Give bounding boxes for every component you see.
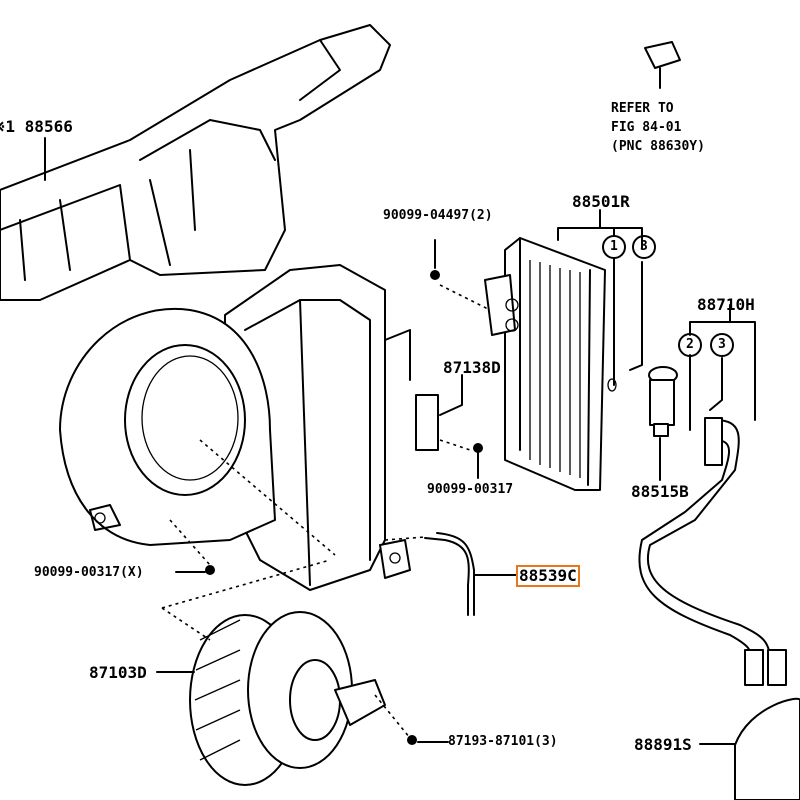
reference-line-1: REFER TO	[611, 101, 674, 116]
callout-circle-3b	[710, 333, 734, 357]
label-blower-motor[interactable]: 87103D	[89, 663, 147, 682]
callout-2-text: 2	[686, 337, 694, 352]
label-duct[interactable]: ※1 88566	[0, 117, 73, 136]
connector-part	[644, 41, 681, 89]
evaporator-part	[484, 237, 606, 491]
cooler-tube-part	[638, 417, 787, 686]
callout-circle-3	[632, 235, 656, 259]
callout-circle-2	[678, 333, 702, 357]
label-drain-hose[interactable]: 88539C	[516, 565, 580, 587]
air-duct-part	[0, 24, 391, 301]
label-screw-case[interactable]: 90099-00317(X)	[34, 565, 144, 580]
drain-hose-part	[424, 537, 470, 616]
label-expansion-valve[interactable]: 88515B	[631, 482, 689, 501]
resistor-part	[415, 394, 439, 451]
callout-3b-text: 3	[718, 337, 726, 352]
reference-note: REFER TO FIG 84-01 (PNC 88630Y)	[611, 99, 705, 156]
label-evaporator[interactable]: 88501R	[572, 192, 630, 211]
label-bolt-04497[interactable]: 90099-04497(2)	[383, 208, 493, 223]
callout-circle-1	[602, 235, 626, 259]
expansion-valve-part	[648, 366, 678, 481]
reference-line-3: (PNC 88630Y)	[611, 139, 705, 154]
label-screw-motor[interactable]: 87193-87101(3)	[448, 734, 558, 749]
blower-housing-part	[59, 307, 276, 546]
label-resistor[interactable]: 87138D	[443, 358, 501, 377]
label-seal[interactable]: 88891S	[634, 735, 692, 754]
label-screw-resistor[interactable]: 90099-00317	[427, 482, 514, 497]
label-cooler-tube[interactable]: 88710H	[697, 295, 755, 314]
reference-line-2: FIG 84-01	[611, 120, 682, 135]
seal-part	[734, 697, 800, 800]
callout-1-text: 1	[610, 239, 618, 254]
blower-motor-part	[161, 559, 386, 786]
callout-3-text: 3	[640, 239, 648, 254]
screw-icons	[205, 270, 483, 745]
